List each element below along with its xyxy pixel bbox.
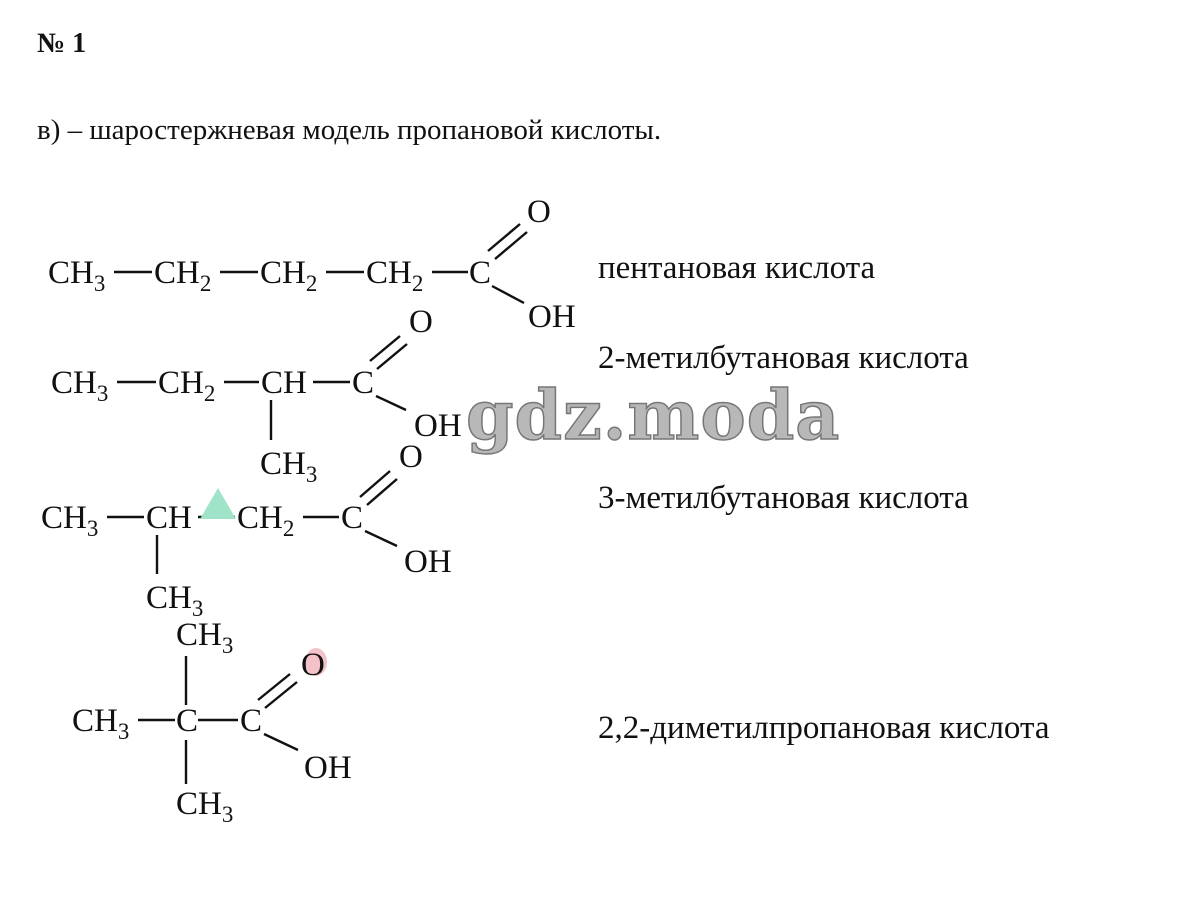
2-methylbutanoic-acid-structure: CH3 CH2 CH C O OH CH3 — [51, 304, 462, 487]
2-2-dimethylpropanoic-acid-structure: CH3 CH3 C C O OH CH3 — [72, 617, 352, 827]
triangle-mark — [200, 488, 236, 519]
oxygen-highlight — [305, 648, 327, 676]
atom-c: C — [352, 365, 374, 401]
atom-ch: CH — [146, 500, 192, 536]
double-bond — [494, 231, 528, 260]
atom-oh: OH — [404, 544, 452, 580]
acid-name-pentanoic: пентановая кислота — [598, 250, 876, 286]
atom-ch3: CH3 — [176, 617, 233, 658]
bond — [263, 732, 299, 752]
acid-name-2-methylbutanoic: 2-метилбутановая кислота — [598, 340, 969, 376]
double-bond — [257, 673, 291, 701]
atom-ch2: CH2 — [158, 365, 215, 406]
watermark-logo: gdz.moda — [465, 375, 841, 457]
atom-c: C — [469, 255, 491, 291]
atom-c: C — [240, 703, 262, 739]
bond — [491, 284, 525, 305]
double-bond — [376, 343, 408, 370]
double-bond — [359, 470, 391, 498]
atom-ch3: CH3 — [260, 446, 317, 487]
atom-o: O — [399, 439, 423, 475]
acid-name-2-2-dimethylpropanoic: 2,2-диметилпропановая кислота — [598, 710, 1050, 746]
problem-number: № 1 — [37, 28, 87, 59]
atom-ch3: CH3 — [41, 500, 98, 541]
bond — [364, 529, 398, 548]
atom-ch3: CH3 — [176, 786, 233, 827]
atom-oh: OH — [528, 299, 576, 335]
double-bond — [366, 478, 398, 506]
atom-o: O — [527, 194, 551, 230]
atom-ch2: CH2 — [237, 500, 294, 541]
atom-oh: OH — [414, 408, 462, 444]
atom-ch: CH — [261, 365, 307, 401]
acid-name-3-methylbutanoic: 3-метилбутановая кислота — [598, 480, 969, 516]
atom-ch3: CH3 — [146, 580, 203, 621]
atom-ch2: CH2 — [154, 255, 211, 296]
double-bond — [369, 335, 401, 362]
atom-o: O — [409, 304, 433, 340]
pentanoic-acid-structure: CH3 CH2 CH2 CH2 C O OH — [48, 194, 576, 335]
atom-o: O — [301, 647, 325, 683]
atom-ch3: CH3 — [48, 255, 105, 296]
intro-text: в) – шаростержневая модель пропановой ки… — [37, 114, 662, 146]
double-bond — [487, 223, 521, 252]
atom-ch2: CH2 — [260, 255, 317, 296]
3-methylbutanoic-acid-structure: CH3 CH CH2 C O OH CH3 — [41, 439, 452, 621]
atom-c: C — [341, 500, 363, 536]
atom-ch3: CH3 — [72, 703, 129, 744]
atom-c: C — [176, 703, 198, 739]
bond — [375, 394, 407, 412]
atom-ch3: CH3 — [51, 365, 108, 406]
atom-ch2: CH2 — [366, 255, 423, 296]
atom-oh: OH — [304, 750, 352, 786]
double-bond — [264, 681, 298, 709]
